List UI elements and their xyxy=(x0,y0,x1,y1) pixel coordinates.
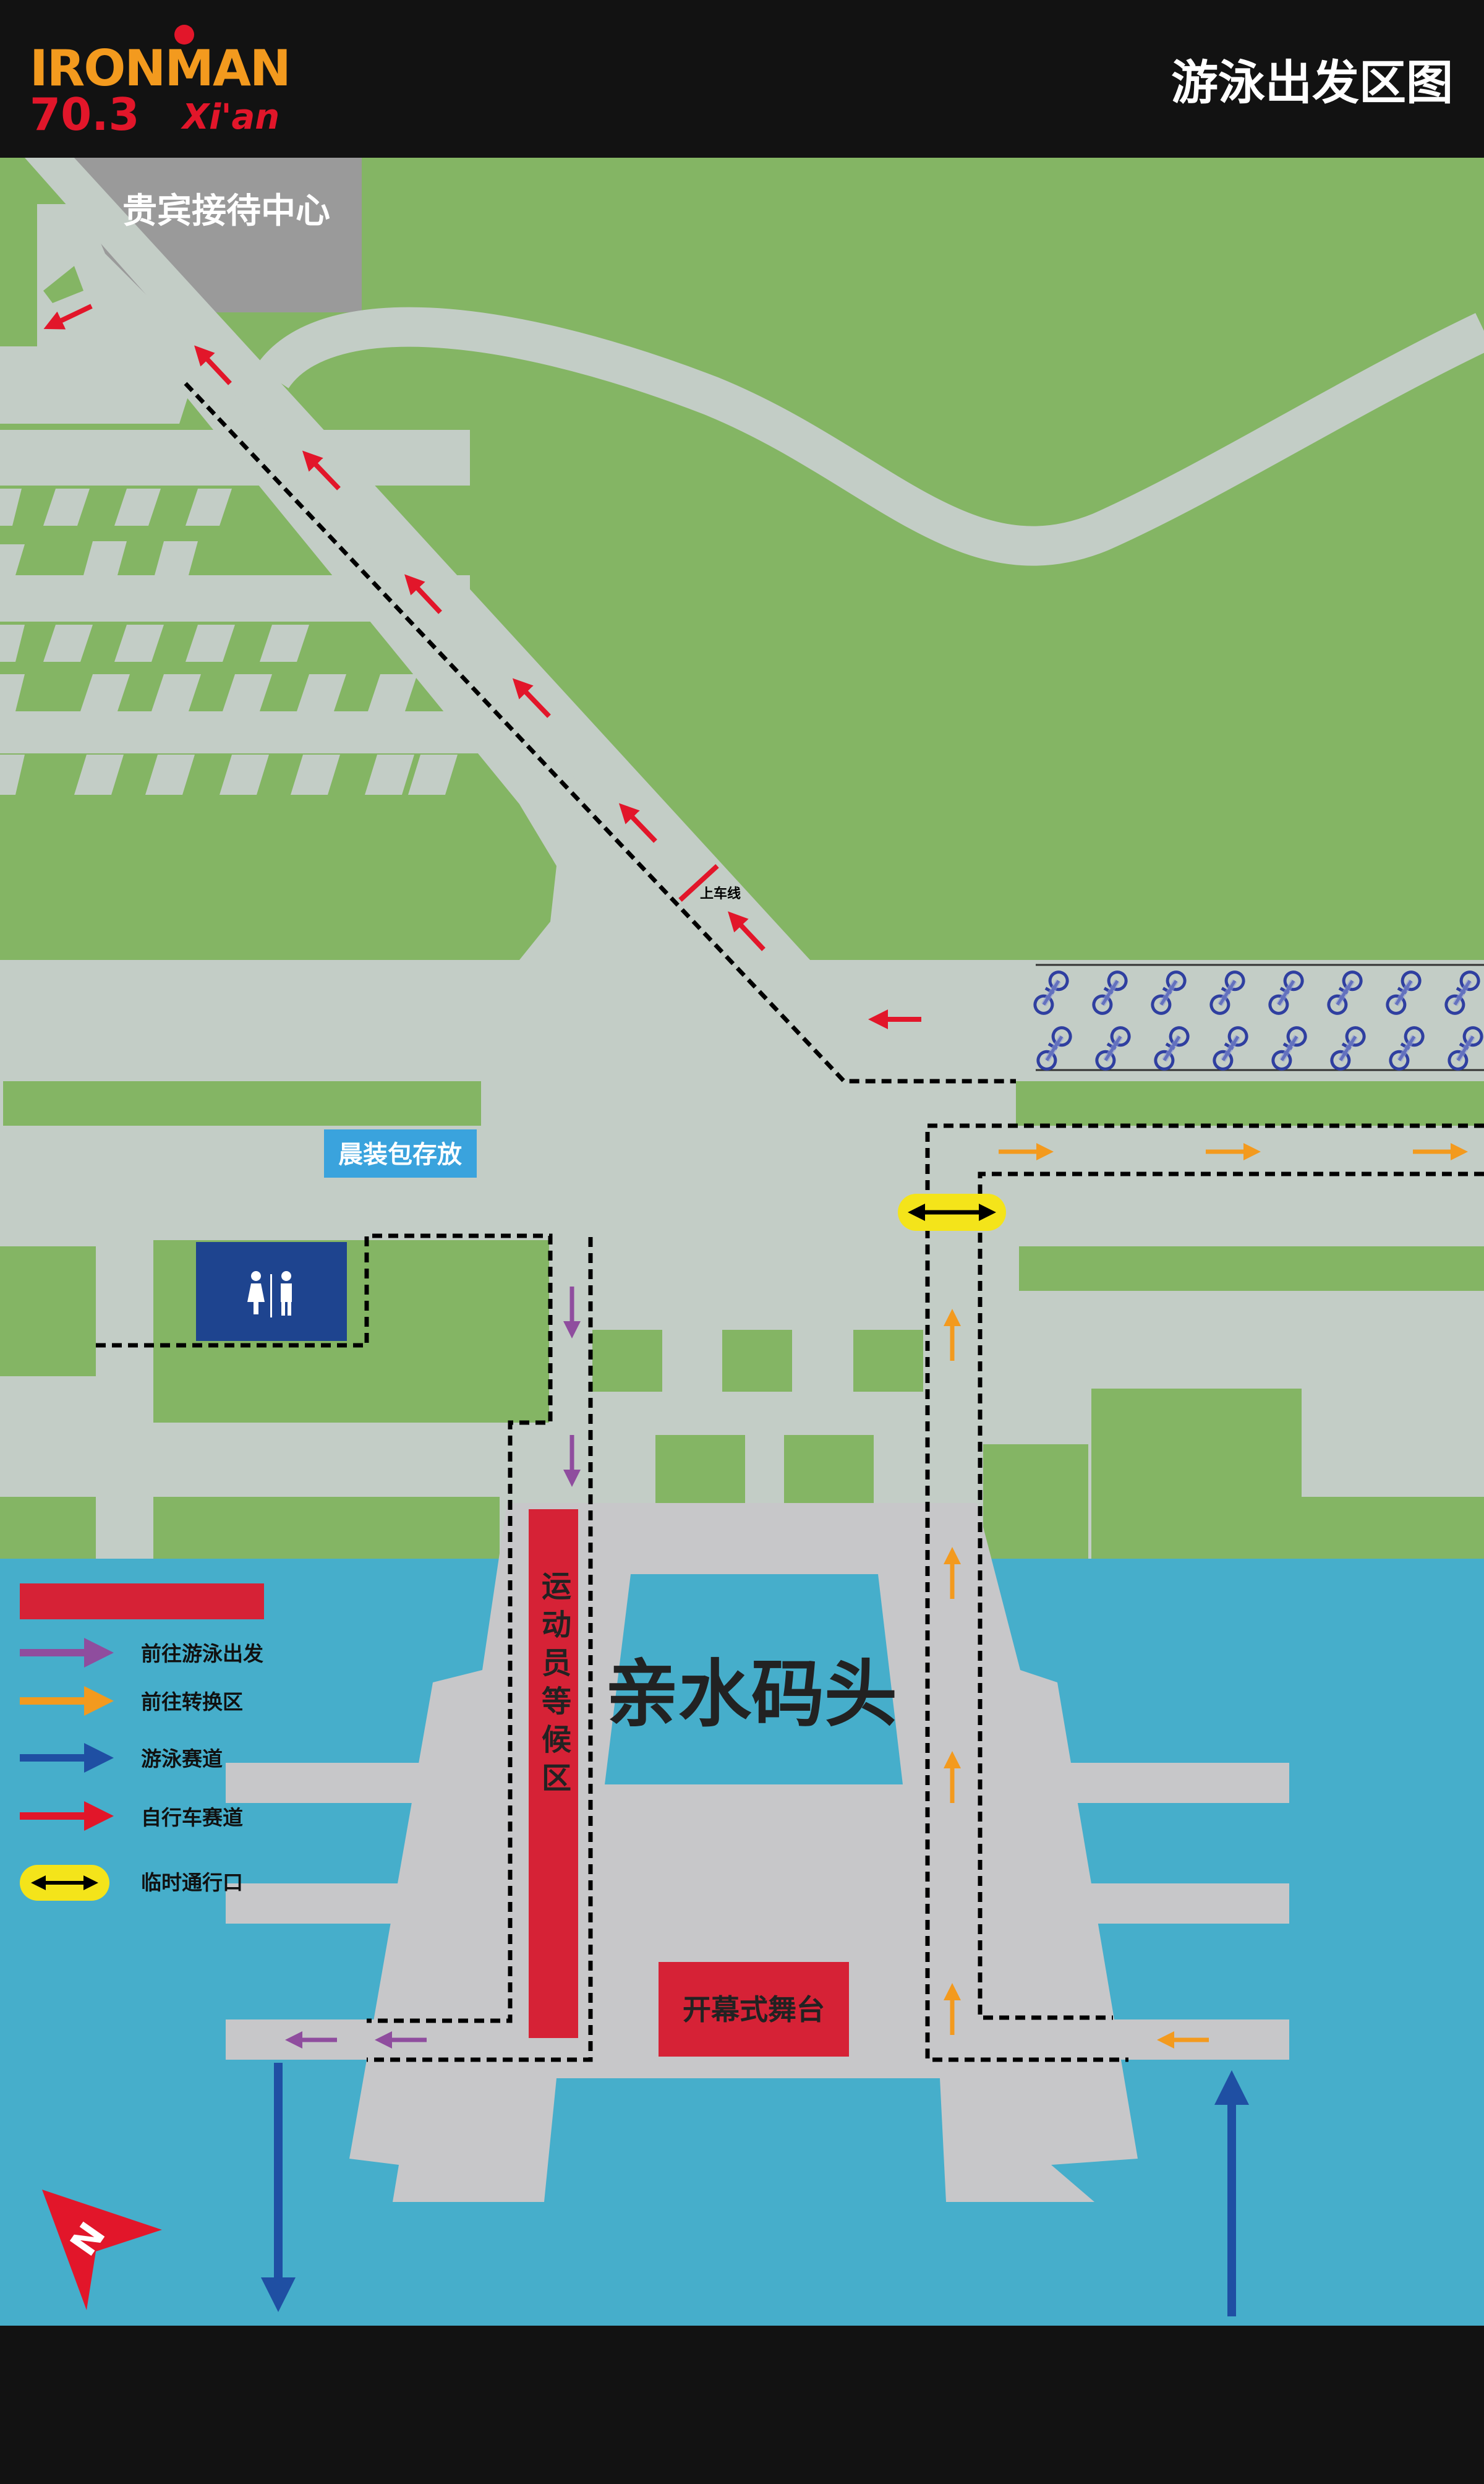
bicycle-icon xyxy=(1092,970,1128,1015)
bicycle-icon xyxy=(1271,1026,1307,1071)
athlete-waiting-area xyxy=(529,1509,578,2038)
bicycle-icon xyxy=(1330,1026,1366,1071)
waiting-area-label: 运动员等候区 xyxy=(536,1570,571,1801)
park-grass-north xyxy=(0,158,1484,960)
curved-road xyxy=(255,307,1484,566)
logo-distance: 70.3 xyxy=(30,88,140,140)
bike-parking xyxy=(1033,964,1484,1071)
bicycle-icon xyxy=(1268,970,1304,1015)
ironman-logo xyxy=(174,25,194,45)
bicycle-icon xyxy=(1386,970,1422,1015)
mount-line-mark xyxy=(678,864,719,902)
mount-line-label: 上车线 xyxy=(700,886,741,902)
vip-center-label: 贵宾接待中心 xyxy=(122,191,330,231)
stage-label: 开幕式舞台 xyxy=(683,1993,825,2026)
bicycle-icon xyxy=(1389,1026,1425,1071)
restroom-icon xyxy=(247,1271,292,1317)
bicycle-icon xyxy=(1209,970,1245,1015)
morning-bag-label-bg xyxy=(324,1129,477,1178)
temporary-gate xyxy=(898,1194,1006,1231)
bicycle-icon xyxy=(1327,970,1363,1015)
swim-course-arrows xyxy=(261,2063,1249,2316)
logo-city: Xi'an xyxy=(181,97,279,137)
bicycle-icon xyxy=(1213,1026,1248,1071)
bicycle-icon xyxy=(1444,970,1480,1015)
opening-stage xyxy=(659,1962,849,2057)
morning-bag-label: 晨装包存放 xyxy=(338,1141,462,1169)
bicycle-icon xyxy=(1036,1026,1072,1071)
bicycle-icon xyxy=(1033,970,1069,1015)
legend-label-transition: 前往转换区 xyxy=(141,1690,243,1714)
route-barriers xyxy=(96,382,1484,2062)
bicycle-icon xyxy=(1095,1026,1131,1071)
diagonal-road xyxy=(25,158,810,960)
bicycle-icon xyxy=(1154,1026,1190,1071)
header-band xyxy=(0,0,1484,158)
legend-label-gate: 临时通行口 xyxy=(141,1870,243,1895)
parking-lot xyxy=(0,430,532,795)
small-island xyxy=(43,266,83,303)
legend-label-swim-course: 游泳赛道 xyxy=(141,1747,223,1771)
bicycle-icon xyxy=(1448,1026,1483,1071)
pier-label: 亲水码头 xyxy=(605,1651,897,1737)
to-swim-start-arrows xyxy=(285,1287,581,2049)
page-title: 游泳出发区图 xyxy=(1171,55,1453,110)
footer-band xyxy=(0,2326,1484,2484)
bike-course-arrows xyxy=(43,304,921,1029)
logo-brand: IRONMAN xyxy=(30,40,290,97)
plaza-paths xyxy=(606,1237,910,1330)
north-arrow-icon xyxy=(42,2190,162,2310)
bicycle-icon xyxy=(1151,970,1187,1015)
legend-label-bike-course: 自行车赛道 xyxy=(141,1805,243,1830)
legend-symbols xyxy=(20,1583,264,1901)
road-branch-left xyxy=(0,346,204,424)
legend-label-swim-start: 前往游泳出发 xyxy=(141,1642,263,1666)
to-transition-arrows xyxy=(944,1143,1468,2049)
pier-inner-pool xyxy=(605,1574,903,1784)
